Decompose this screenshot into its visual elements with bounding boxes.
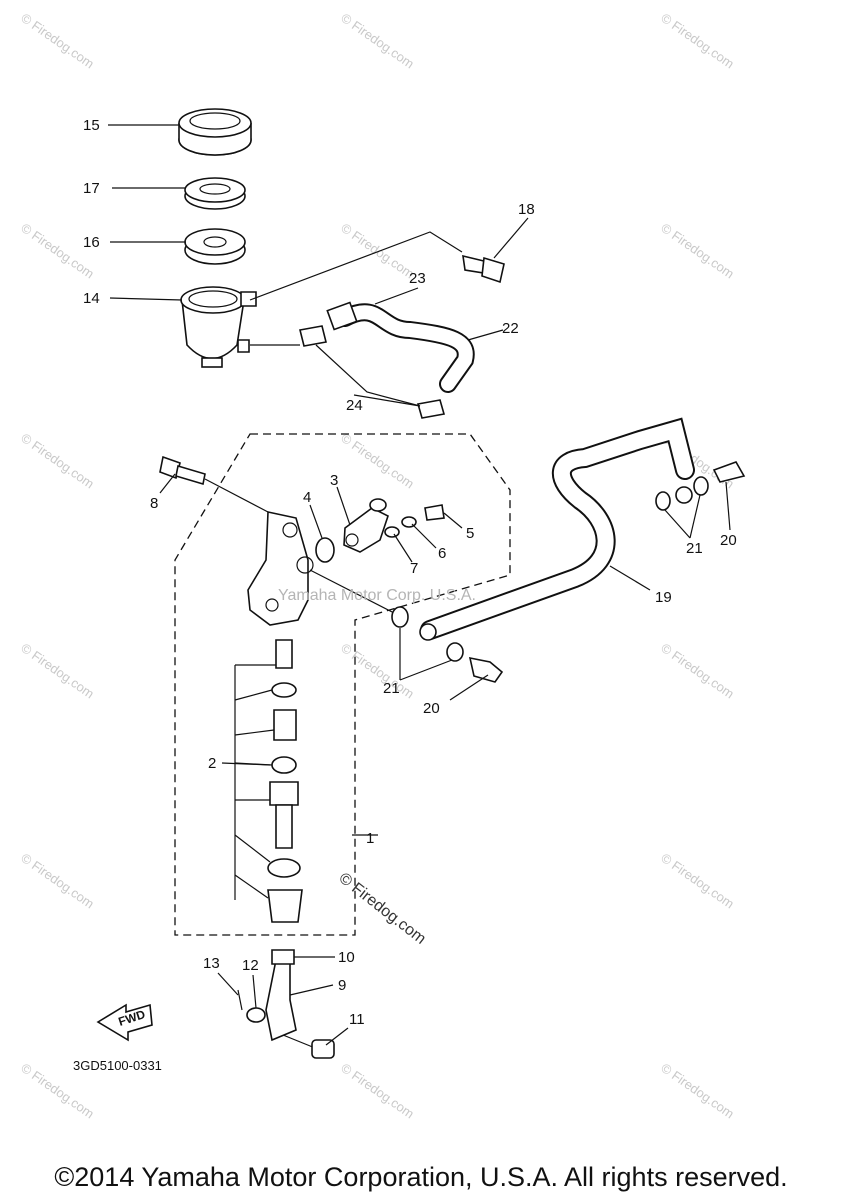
copper-washer (655, 491, 671, 511)
callout-18: 18 (518, 201, 535, 218)
callout-13: 13 (203, 955, 220, 972)
callout-21-lower: 21 (383, 680, 400, 697)
diaphragm (184, 228, 246, 265)
watermark-tile: © Firedog.com (658, 850, 737, 911)
callout-16: 16 (83, 234, 100, 251)
hose-clamp (299, 325, 446, 419)
callout-4: 4 (303, 489, 311, 506)
callout-14: 14 (83, 290, 100, 307)
watermark-tile: © Firedog.com (658, 1060, 737, 1121)
mounting-bolt (159, 455, 269, 513)
watermark-tiles: © Firedog.com © Firedog.com © Firedog.co… (18, 10, 737, 1121)
fwd-arrow: FWD (96, 1003, 153, 1042)
watermark-tile: © Firedog.com (338, 10, 417, 71)
watermark-center: Yamaha Motor Corp. U.S.A. (278, 587, 476, 604)
callout-10: 10 (338, 949, 355, 966)
part-code: 3GD5100-0331 (73, 1058, 162, 1073)
callout-17: 17 (83, 180, 100, 197)
callout-11: 11 (349, 1011, 365, 1028)
watermark-tile: © Firedog.com (338, 640, 417, 701)
callout-24: 24 (346, 397, 363, 414)
copyright-footer: ©2014 Yamaha Motor Corporation, U.S.A. A… (54, 1162, 788, 1192)
watermark-tile: © Firedog.com (18, 850, 97, 911)
copper-washer (391, 606, 409, 628)
callout-2: 2 (208, 755, 216, 772)
callout-3: 3 (330, 472, 338, 489)
assembly-outline (174, 433, 511, 936)
union-bolt (468, 461, 746, 683)
copper-washer (693, 476, 709, 496)
copper-washer (446, 642, 464, 662)
leader-lines (108, 124, 731, 1046)
callout-8: 8 (150, 495, 158, 512)
callout-15: 15 (83, 117, 100, 134)
watermark-tile: © Firedog.com (658, 10, 737, 71)
callout-22: 22 (502, 320, 519, 337)
callout-19: 19 (655, 589, 672, 606)
pushrod-clevis (237, 949, 335, 1059)
o-ring (315, 537, 335, 563)
callouts: 1 2 3 4 5 6 7 8 9 10 11 12 13 14 15 16 1… (83, 117, 737, 1028)
reservoir-bolt (462, 254, 505, 284)
watermark-tile: © Firedog.com (18, 10, 97, 71)
callout-20-upper: 20 (720, 532, 737, 549)
reservoir-hose (326, 301, 475, 393)
routing-line (309, 569, 401, 617)
watermark-site: © Firedog.com (336, 870, 429, 948)
watermark-tile: © Firedog.com (658, 220, 737, 281)
reservoir-tank (180, 286, 257, 368)
watermark-tile: © Firedog.com (18, 640, 97, 701)
watermark-tile: © Firedog.com (338, 1060, 417, 1121)
callout-23: 23 (409, 270, 426, 287)
bleed-screw (384, 504, 445, 538)
watermark-tile: © Firedog.com (338, 220, 417, 281)
callout-7: 7 (410, 560, 418, 577)
hose-joint (343, 498, 389, 553)
callout-12: 12 (242, 957, 259, 974)
watermark-tile: © Firedog.com (658, 640, 737, 701)
callout-9: 9 (338, 977, 346, 994)
callout-5: 5 (466, 525, 474, 542)
piston-kit (234, 639, 303, 923)
reservoir-cap (178, 108, 252, 156)
callout-1: 1 (366, 830, 374, 847)
callout-6: 6 (438, 545, 446, 562)
brake-hose (419, 417, 695, 641)
routing-line (249, 231, 463, 301)
callout-21-upper: 21 (686, 540, 703, 557)
watermark-tile: © Firedog.com (338, 430, 417, 491)
master-cylinder-body (247, 511, 314, 626)
watermark-tile: © Firedog.com (18, 430, 97, 491)
diaphragm-holder (184, 177, 246, 210)
callout-20-lower: 20 (423, 700, 440, 717)
